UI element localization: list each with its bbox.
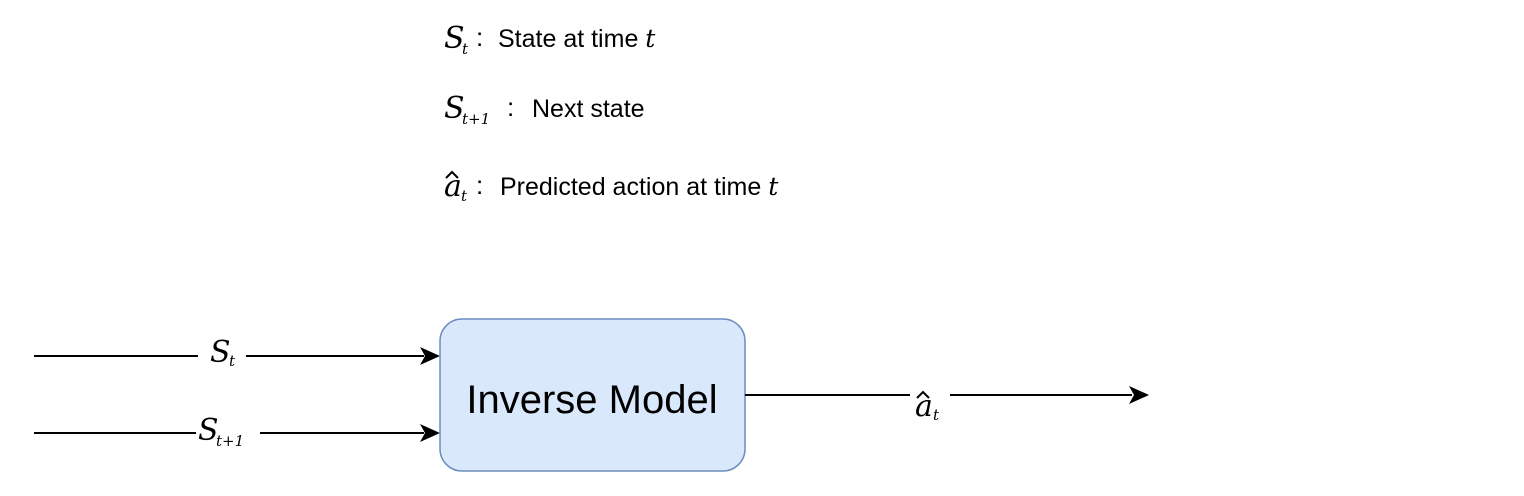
output-arrow-predicted-action: a t	[745, 386, 1149, 424]
input-arrow-next-state: S t+1	[34, 413, 440, 450]
edge-label-symbol: S	[210, 335, 231, 370]
legend-description-text: Predicted action at time	[500, 173, 768, 201]
legend-description: Predicted action at time t	[500, 172, 779, 201]
inverse-model-label: Inverse Model	[466, 378, 717, 422]
hat-icon	[445, 170, 459, 179]
legend-description-text: Next state	[532, 95, 645, 123]
legend-row-next-state: S t+1 : Next state	[444, 91, 645, 128]
edge-label-subscript: t	[933, 406, 940, 424]
legend-separator: :	[507, 92, 514, 122]
legend: S t : State at time t S t+1 : Next state…	[444, 21, 779, 205]
legend-separator: :	[476, 22, 483, 52]
legend-separator: :	[476, 170, 483, 200]
arrowhead-icon	[420, 424, 440, 442]
legend-description-var: t	[768, 172, 779, 201]
legend-row-predicted-action: a t : Predicted action at time t	[444, 169, 779, 205]
legend-subscript: t+1	[462, 110, 490, 128]
arrowhead-icon	[420, 347, 440, 365]
input-arrow-state: S t	[34, 335, 440, 370]
inverse-model-node: Inverse Model	[439, 318, 746, 472]
hat-icon	[916, 390, 930, 399]
legend-symbol: S	[444, 91, 465, 126]
legend-symbol: S	[444, 21, 465, 56]
legend-subscript: t	[461, 187, 468, 205]
legend-row-state: S t : State at time t	[444, 21, 656, 58]
edge-label-subscript: t+1	[216, 432, 244, 450]
arrowhead-icon	[1129, 386, 1149, 404]
legend-subscript: t	[462, 40, 469, 58]
legend-description-text: State at time	[498, 25, 645, 53]
edge-label-subscript: t	[229, 352, 236, 370]
legend-description: State at time t	[498, 24, 656, 53]
edge-label-symbol: S	[198, 413, 219, 448]
legend-description: Next state	[532, 95, 645, 123]
legend-description-var: t	[645, 24, 656, 53]
